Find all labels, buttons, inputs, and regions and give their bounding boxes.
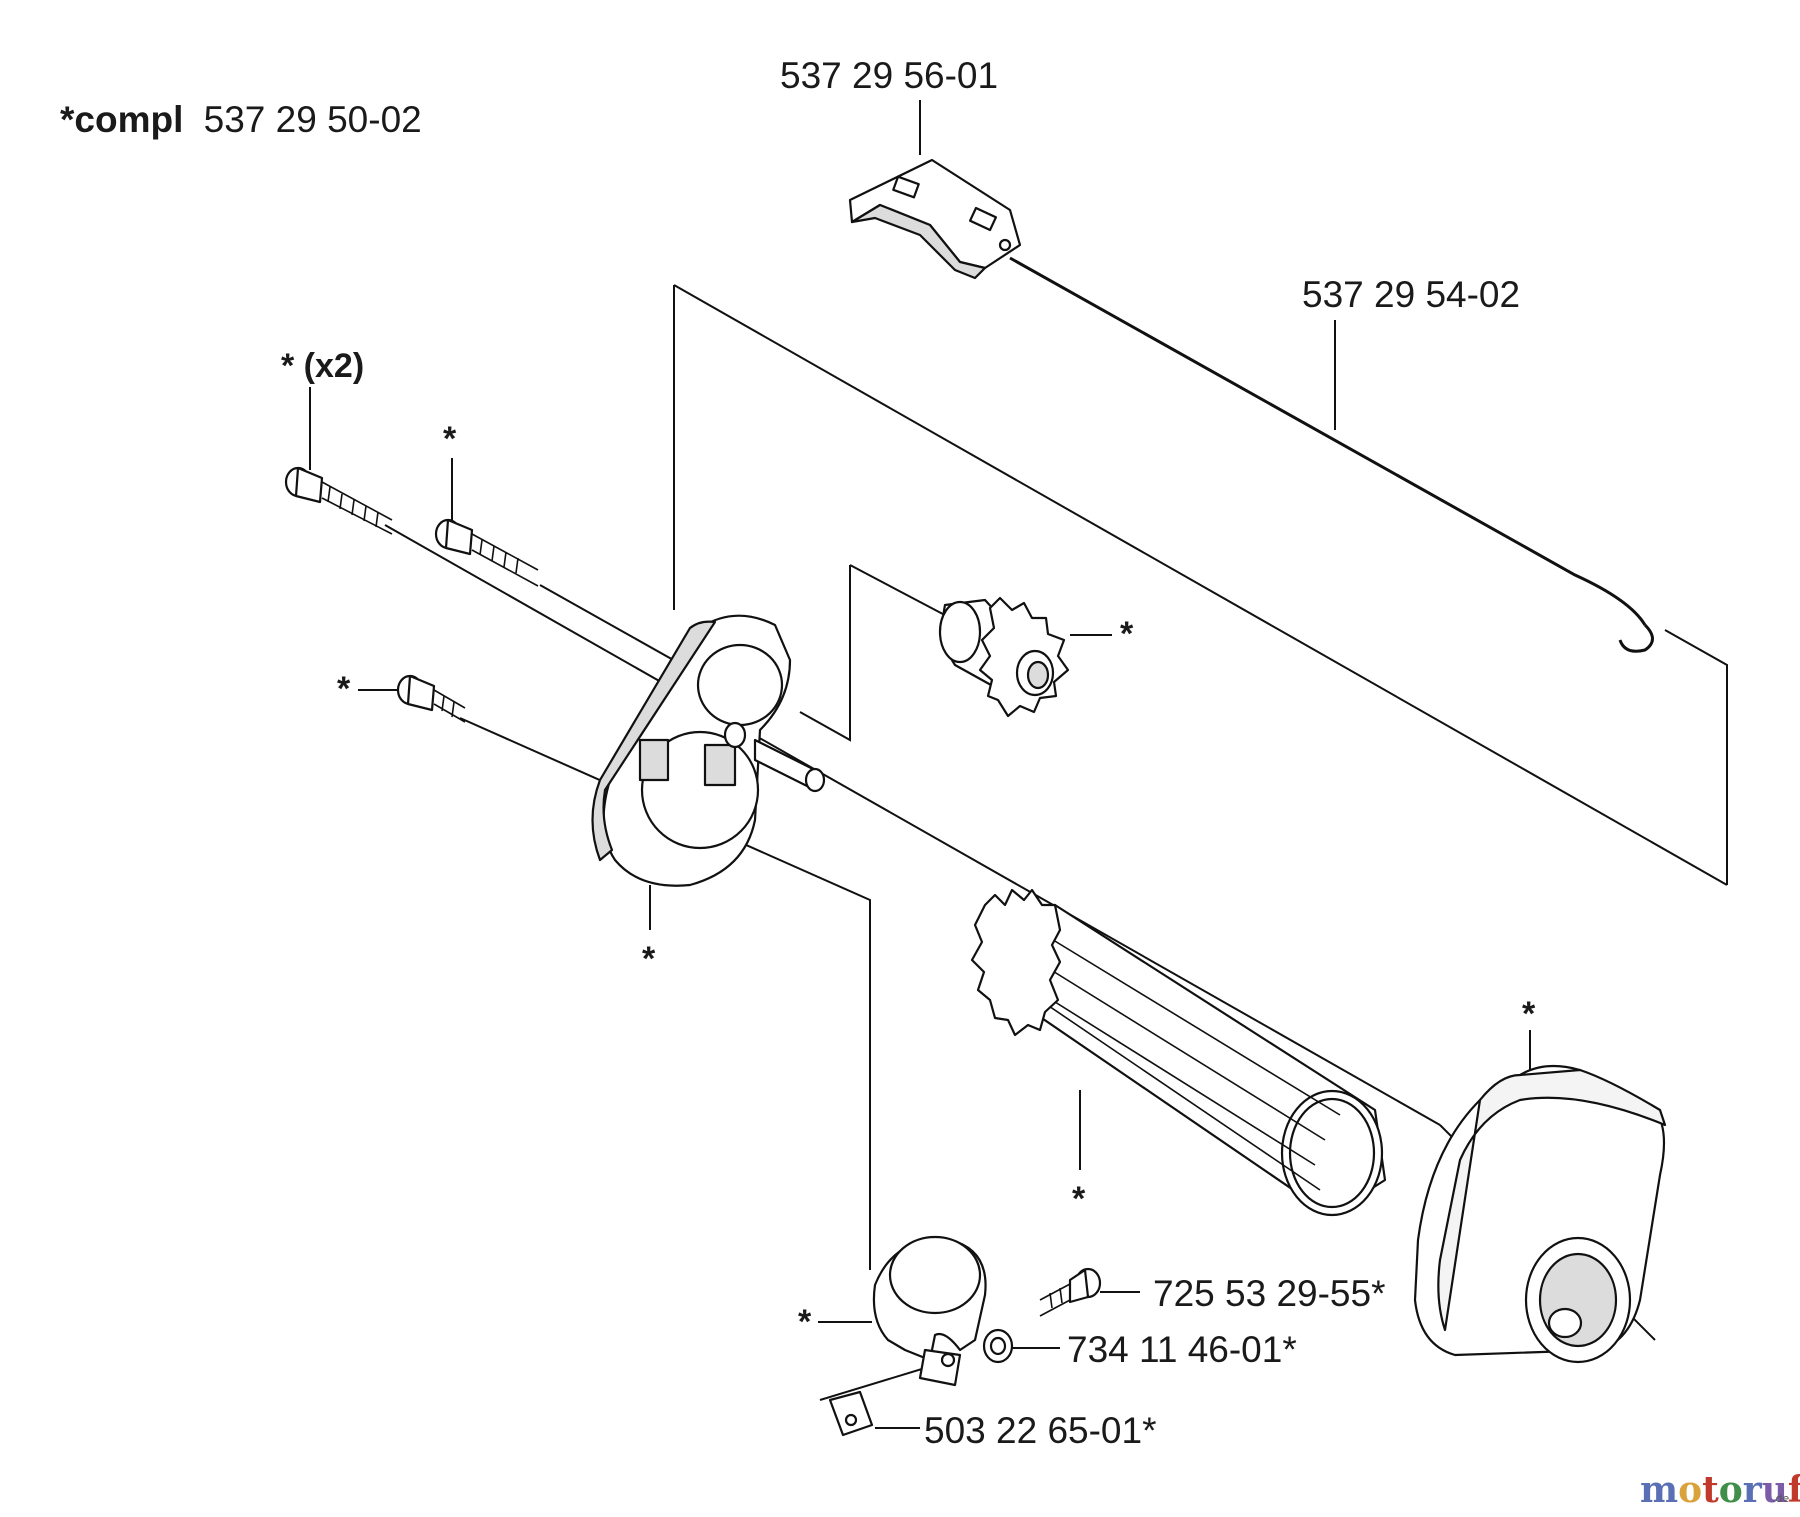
label-screw: 725 53 29-55* bbox=[1153, 1273, 1385, 1314]
watermark-logo: motoruf .de bbox=[1640, 1469, 1800, 1511]
watermark-letter: o bbox=[1719, 1469, 1743, 1511]
watermark-letter: m bbox=[1640, 1469, 1678, 1511]
star-gear-roller: * bbox=[1072, 1180, 1086, 1218]
cable-hook-icon bbox=[1618, 623, 1654, 653]
cable-clamp-part bbox=[848, 158, 1022, 280]
label-screw-x2: * (x2) bbox=[281, 347, 364, 385]
star-handle: * bbox=[1522, 995, 1536, 1033]
label-throttle-cable: 537 29 54-02 bbox=[1302, 274, 1520, 315]
gear-roller-part bbox=[970, 888, 1387, 1217]
star-pinion: * bbox=[1120, 615, 1134, 653]
washer-icon bbox=[982, 1328, 1014, 1364]
label-nut: 503 22 65-01* bbox=[924, 1410, 1156, 1451]
pinion-gear-part bbox=[938, 596, 1070, 718]
star-short-screw: * bbox=[337, 670, 351, 708]
star-clamp-ring: * bbox=[798, 1303, 812, 1341]
watermark-letter: o bbox=[1678, 1469, 1702, 1511]
watermark-letter: u bbox=[1762, 1469, 1788, 1511]
star-medium-screw: * bbox=[443, 420, 457, 458]
watermark-letter: f bbox=[1788, 1469, 1800, 1511]
bracket-plate-part bbox=[591, 614, 826, 887]
svg-text:motoruf: motoruf bbox=[1640, 1469, 1800, 1511]
assembly-title: *compl 537 29 50-02 bbox=[60, 99, 422, 140]
clamp-ring-part bbox=[872, 1235, 987, 1387]
short-screw-icon bbox=[396, 674, 466, 723]
handle-grip-part bbox=[1413, 1064, 1667, 1364]
clamp-screw-icon bbox=[1039, 1267, 1102, 1317]
label-washer: 734 11 46-01* bbox=[1067, 1329, 1297, 1370]
long-screw-icon bbox=[284, 466, 393, 535]
square-nut-icon bbox=[828, 1390, 874, 1437]
medium-screw-icon bbox=[434, 518, 539, 587]
star-bracket: * bbox=[642, 940, 656, 978]
svg-text:.de: .de bbox=[1772, 1492, 1789, 1505]
label-cable-clamp: 537 29 56-01 bbox=[780, 55, 998, 96]
watermark-letter: t bbox=[1702, 1469, 1719, 1511]
watermark-letter: r bbox=[1743, 1469, 1763, 1511]
leader-lines bbox=[309, 100, 1728, 1429]
